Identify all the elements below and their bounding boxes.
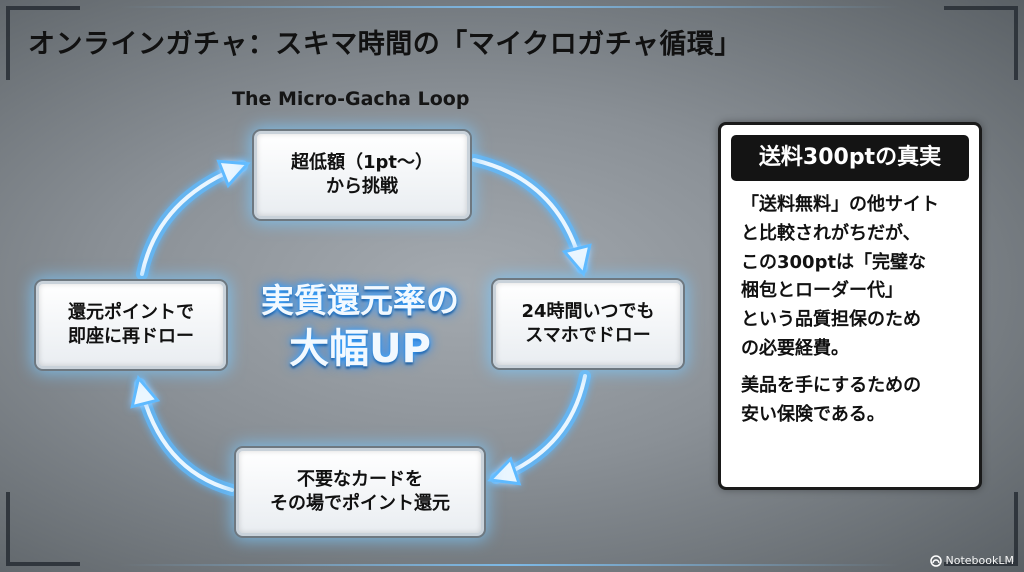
panel-line: 梱包とローダー代」 xyxy=(741,280,903,302)
panel-paragraph: 美品を手にするための 安い保険である。 xyxy=(741,372,965,430)
panel-line: 美品を手にするための xyxy=(741,374,922,396)
panel-line: という品質担保のため xyxy=(741,309,921,331)
stage-line: 即座に再ドロー xyxy=(68,326,194,347)
arrow-head-icon xyxy=(487,456,522,486)
panel-line: 「送料無料」の他サイト xyxy=(741,194,939,215)
stage-line: から挑戦 xyxy=(325,176,398,197)
frame-corner-top-left xyxy=(6,6,80,80)
shipping-fee-panel: 送料300ptの真実 「送料無料」の他サイト と比較されがちだが、 この300p… xyxy=(718,122,982,490)
frame-glow-bottom xyxy=(120,564,900,566)
stage-line: 24時間いつでも xyxy=(521,300,655,322)
arrow-head-icon xyxy=(561,243,592,278)
frame-corner-bottom-left xyxy=(6,492,80,566)
brand-label: NotebookLM xyxy=(945,554,1014,567)
panel-line: と比較されがちだが、 xyxy=(741,222,921,244)
slide-title: オンラインガチャ：スキマ時間の「マイクロガチャ循環」 xyxy=(28,29,742,60)
panel-body: 「送料無料」の他サイト と比較されがちだが、 この300ptは「完璧な 梱包とロ… xyxy=(721,181,979,429)
arrow-head-icon xyxy=(130,374,161,409)
panel-line: 安い保険である。 xyxy=(741,403,885,425)
stage-line: 超低額（1pt〜） xyxy=(290,151,433,173)
center-label-line: 実質還元率の xyxy=(261,281,459,320)
frame-glow-top xyxy=(120,6,900,8)
notebooklm-logo-icon xyxy=(929,554,942,567)
stage-line: 不要なカードを xyxy=(297,468,423,490)
loop-stage-anytime-draw: 24時間いつでも スマホでドロー xyxy=(493,280,683,368)
loop-stage-point-conversion: 不要なカードを その場でポイント還元 xyxy=(236,448,484,536)
arrow-bottom-to-left xyxy=(130,374,238,496)
loop-stage-low-cost-start: 超低額（1pt〜） から挑戦 xyxy=(254,131,470,219)
loop-stage-redraw: 還元ポイントで 即座に再ドロー xyxy=(36,281,226,369)
panel-paragraph: 「送料無料」の他サイト と比較されがちだが、 この300ptは「完璧な 梱包とロ… xyxy=(741,191,965,364)
loop-subtitle: The Micro-Gacha Loop xyxy=(232,88,470,110)
panel-line: の必要経費。 xyxy=(741,337,849,359)
stage-line: スマホでドロー xyxy=(525,325,651,346)
loop-center-label: 実質還元率の 大幅UP xyxy=(230,280,490,375)
notebooklm-brand: NotebookLM xyxy=(929,554,1014,567)
frame-corner-bottom-right xyxy=(944,492,1018,566)
arrow-top-to-right xyxy=(468,154,592,278)
arrow-head-icon xyxy=(216,159,251,189)
center-label-line: 大幅UP xyxy=(289,325,431,372)
panel-line: この300ptは「完璧な xyxy=(741,251,927,273)
stage-line: 還元ポイントで xyxy=(68,301,194,323)
panel-title: 送料300ptの真実 xyxy=(731,135,969,181)
stage-line: その場でポイント還元 xyxy=(270,493,450,514)
frame-corner-top-right xyxy=(944,6,1018,80)
arrow-left-to-top xyxy=(136,159,251,280)
arrow-right-to-bottom xyxy=(487,370,591,486)
